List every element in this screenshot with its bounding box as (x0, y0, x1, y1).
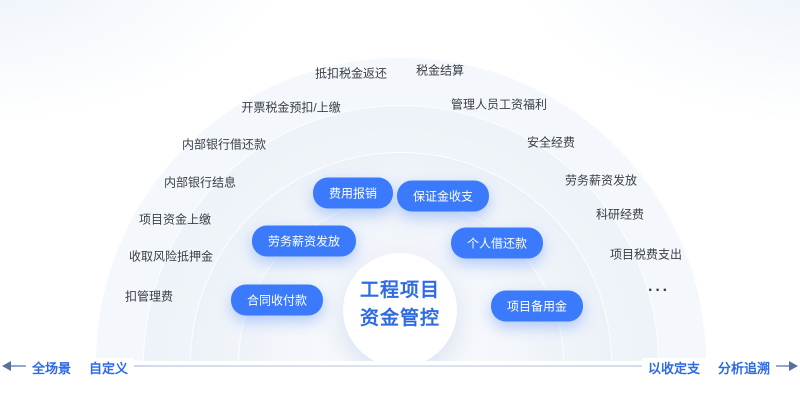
outer-label-labor-salary: 劳务薪资发放 (564, 173, 638, 188)
arrow-right-icon (789, 361, 798, 371)
outer-label-internal-bank-loan: 内部银行借还款 (181, 137, 267, 152)
bottom-axis-line (2, 361, 798, 371)
pill-personal-loan: 个人借还款 (450, 227, 544, 259)
outer-label-ellipsis: ··· (648, 282, 670, 299)
pill-deposit-flows: 保证金收支 (396, 180, 490, 212)
center-title-line2: 资金管控 (359, 308, 440, 329)
outer-label-safety-funds: 安全经费 (526, 135, 576, 150)
outer-label-internal-bank-interest: 内部银行结息 (163, 175, 237, 190)
outer-label-invoice-tax: 开票税金预扣/上缴 (241, 100, 341, 115)
axis-label-analysis-trace: 分析追溯 (717, 361, 770, 376)
axis-labels-right: 以收定支 分析追溯 (641, 358, 776, 377)
axis-label-full-scene: 全场景 (32, 361, 72, 376)
axis-label-custom: 自定义 (89, 361, 129, 376)
pill-project-reserve: 项目备用金 (490, 290, 584, 322)
arch-background: 工程项目 资金管控 (0, 0, 800, 361)
outer-label-risk-deposit: 收取风险抵押金 (128, 249, 214, 264)
outer-label-project-tax-expense: 项目税费支出 (609, 247, 683, 262)
outer-label-research-funds: 科研经费 (595, 207, 645, 222)
axis-label-spend-by-income: 以收定支 (647, 361, 700, 376)
pill-labor-salary: 劳务薪资发放 (251, 225, 357, 257)
pill-contract-payment: 合同收付款 (230, 284, 324, 316)
outer-label-management-fee: 扣管理费 (124, 289, 174, 304)
pill-expense-reimbursement: 费用报销 (312, 177, 394, 209)
outer-label-staff-welfare: 管理人员工资福利 (450, 97, 548, 112)
arrow-left-icon (2, 361, 11, 371)
center-title-line1: 工程项目 (359, 280, 440, 301)
axis-labels-left: 全场景 自定义 (26, 358, 135, 377)
outer-label-tax-refund: 抵扣税金返还 (314, 66, 388, 81)
outer-label-tax-settlement: 税金结算 (415, 63, 465, 78)
center-hub: 工程项目 资金管控 (343, 253, 457, 361)
outer-label-project-fund-submit: 项目资金上缴 (138, 212, 212, 227)
